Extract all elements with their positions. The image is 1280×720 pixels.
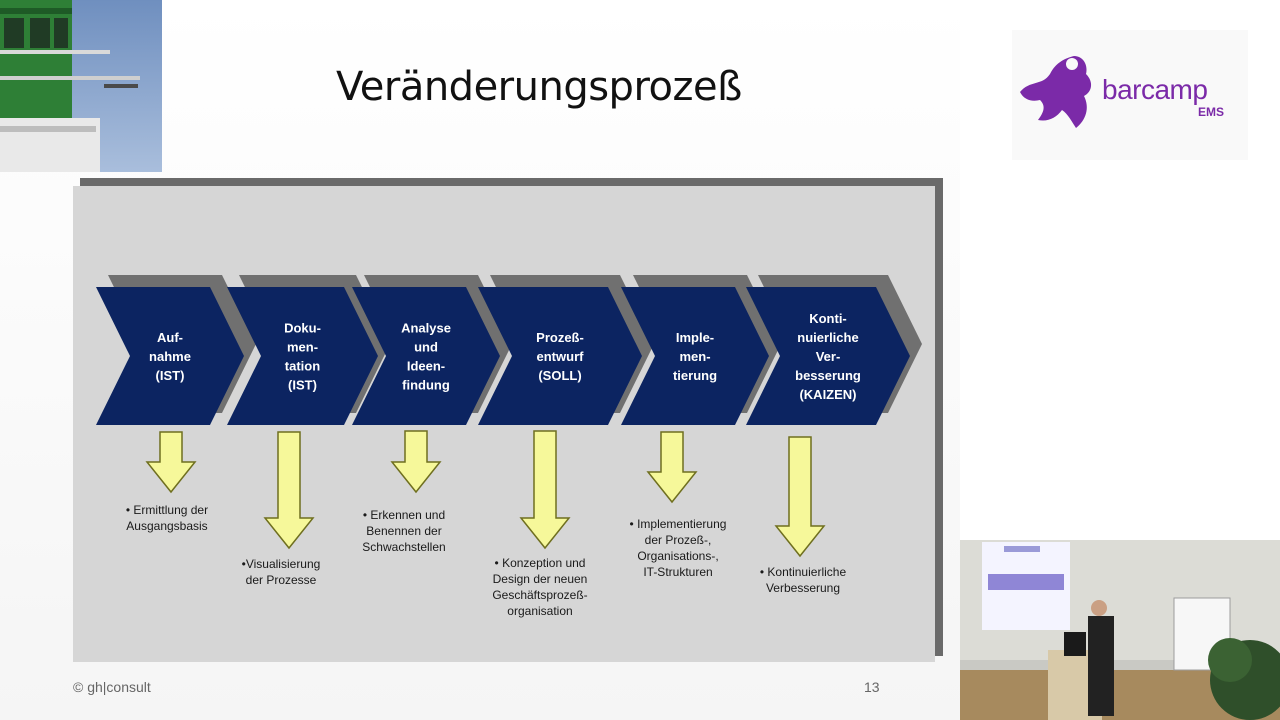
step-note: Schwachstellen xyxy=(362,540,445,554)
step-note: der Prozesse xyxy=(246,573,317,587)
step-label: und xyxy=(414,340,438,355)
speaker-video-inset xyxy=(960,540,1280,720)
step-note: • Erkennen und xyxy=(363,508,445,522)
step-label: entwurf xyxy=(537,349,585,364)
down-arrow-icon xyxy=(145,431,197,494)
step-note: organisation xyxy=(507,604,572,618)
down-arrow-icon xyxy=(774,436,826,558)
process-diagram: Auf-nahme (IST) • Ermittlung derAusgangsba… xyxy=(96,275,922,618)
step-note: • Implementierung xyxy=(630,517,727,531)
step-label: nahme xyxy=(149,349,191,364)
step-label: Imple- xyxy=(676,330,714,345)
process-step-chevron xyxy=(352,287,500,425)
step-note: Design der neuen xyxy=(493,572,588,586)
page-number: 13 xyxy=(864,679,880,695)
step-note: • Kontinuierliche xyxy=(760,565,847,579)
step-label: (SOLL) xyxy=(538,368,581,383)
down-arrow-icon xyxy=(646,431,698,504)
step-label: (IST) xyxy=(156,368,185,383)
step-label: men- xyxy=(679,349,710,364)
down-arrow-icon xyxy=(519,430,571,550)
step-note: • Konzeption und xyxy=(495,556,586,570)
step-note: •Visualisierung xyxy=(242,557,321,571)
process-step-chevron xyxy=(621,287,769,425)
process-step-chevron xyxy=(96,287,244,425)
step-note: Geschäftsprozeß- xyxy=(492,588,587,602)
step-label: besserung xyxy=(795,368,861,383)
logo-text: barcamp xyxy=(1102,74,1208,105)
step-label: tierung xyxy=(673,368,717,383)
down-arrow-icon xyxy=(390,430,442,494)
footer-copyright: © gh|consult xyxy=(73,679,151,695)
step-note: Ausgangsbasis xyxy=(126,519,207,533)
step-note: Verbesserung xyxy=(766,581,840,595)
step-label: Analyse xyxy=(401,321,451,336)
step-label: findung xyxy=(402,378,450,393)
lighthouse-photo xyxy=(0,0,162,172)
process-step-chevron xyxy=(227,287,378,425)
step-label: tation xyxy=(285,359,320,374)
step-note: • Ermittlung der xyxy=(126,503,208,517)
step-label: (KAIZEN) xyxy=(799,387,856,402)
step-label: Prozeß- xyxy=(536,330,584,345)
step-note: der Prozeß-, xyxy=(645,533,712,547)
step-label: Ideen- xyxy=(407,359,445,374)
step-label: Konti- xyxy=(809,311,847,326)
step-note: Benennen der xyxy=(366,524,441,538)
step-label: nuierliche xyxy=(797,330,858,345)
process-step-chevron xyxy=(746,287,910,425)
step-label: Doku- xyxy=(284,321,321,336)
step-note: Organisations-, xyxy=(637,549,718,563)
step-label: Auf- xyxy=(157,330,183,345)
step-label: (IST) xyxy=(288,378,317,393)
slide-title: Veränderungsprozeß xyxy=(336,64,742,110)
step-label: Ver- xyxy=(816,349,841,364)
logo-subtext: EMS xyxy=(1198,105,1225,119)
process-step-chevron xyxy=(478,287,642,425)
down-arrow-icon xyxy=(263,431,315,550)
barcamp-logo xyxy=(1012,30,1248,160)
slide: Veränderungsprozeß Auf-nahme (IST) • Ermit… xyxy=(0,0,960,720)
step-note: IT-Strukturen xyxy=(643,565,712,579)
step-label: men- xyxy=(287,340,318,355)
